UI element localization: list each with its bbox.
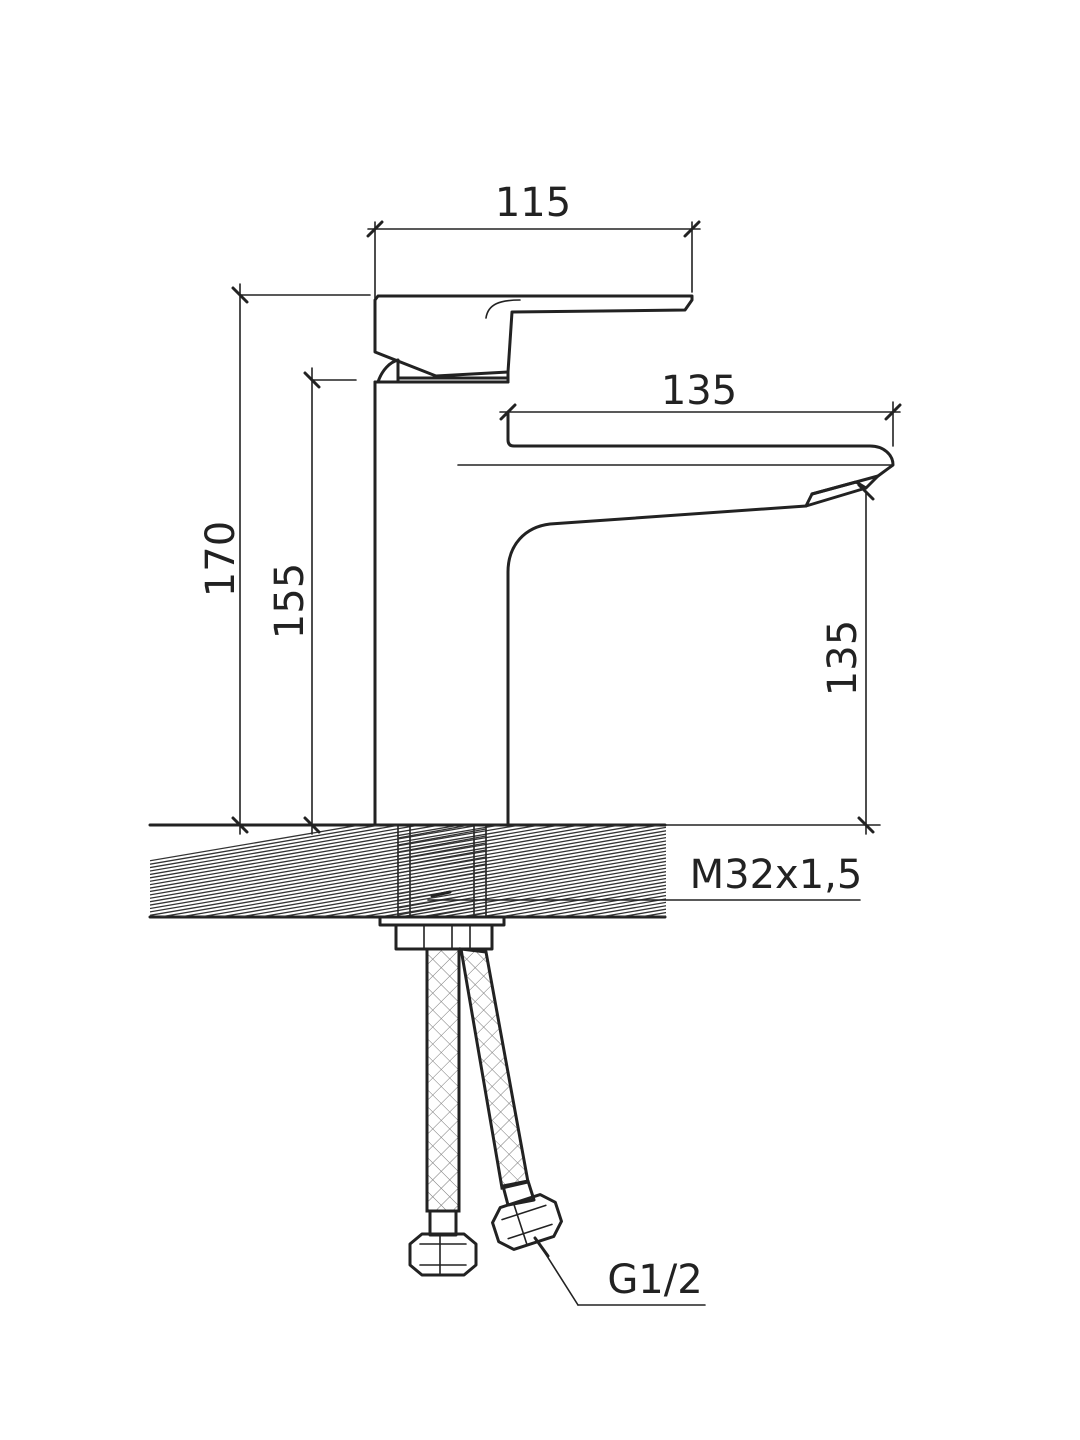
spout-aerator	[804, 474, 880, 508]
dim-total-height	[231, 283, 371, 835]
countertop-hatching	[150, 825, 666, 917]
faucet-outline	[373, 294, 895, 826]
mounting-nut	[378, 915, 506, 951]
cartridge-joint	[376, 358, 400, 384]
hex-nut-left	[408, 1232, 478, 1277]
dim-label-lever-width: 115	[495, 180, 571, 226]
dim-spout-clearance	[664, 483, 881, 835]
dim-body-height	[303, 367, 357, 835]
dim-label-spout-reach: 135	[661, 368, 737, 414]
dim-label-total-height: 170	[198, 521, 244, 597]
leader-hose-connection	[533, 1236, 706, 1306]
flex-hose-right	[459, 947, 563, 1251]
spout-underside	[506, 504, 808, 826]
spout-top	[506, 410, 895, 496]
leader-mount-thread	[427, 890, 861, 901]
callout-mount-thread: M32x1,5	[690, 852, 863, 898]
dim-label-spout-clearance: 135	[820, 620, 866, 696]
dim-lever-width	[366, 220, 701, 299]
lever-handle	[373, 294, 694, 378]
dim-spout-reach	[499, 401, 902, 447]
countertop-section	[148, 823, 667, 919]
callout-hose-connection: G1/2	[607, 1257, 702, 1303]
flex-hose-left	[408, 947, 478, 1277]
lever-inner-curve	[485, 299, 521, 319]
dim-label-body-height: 155	[267, 563, 313, 639]
dimension-lines	[231, 220, 902, 1306]
